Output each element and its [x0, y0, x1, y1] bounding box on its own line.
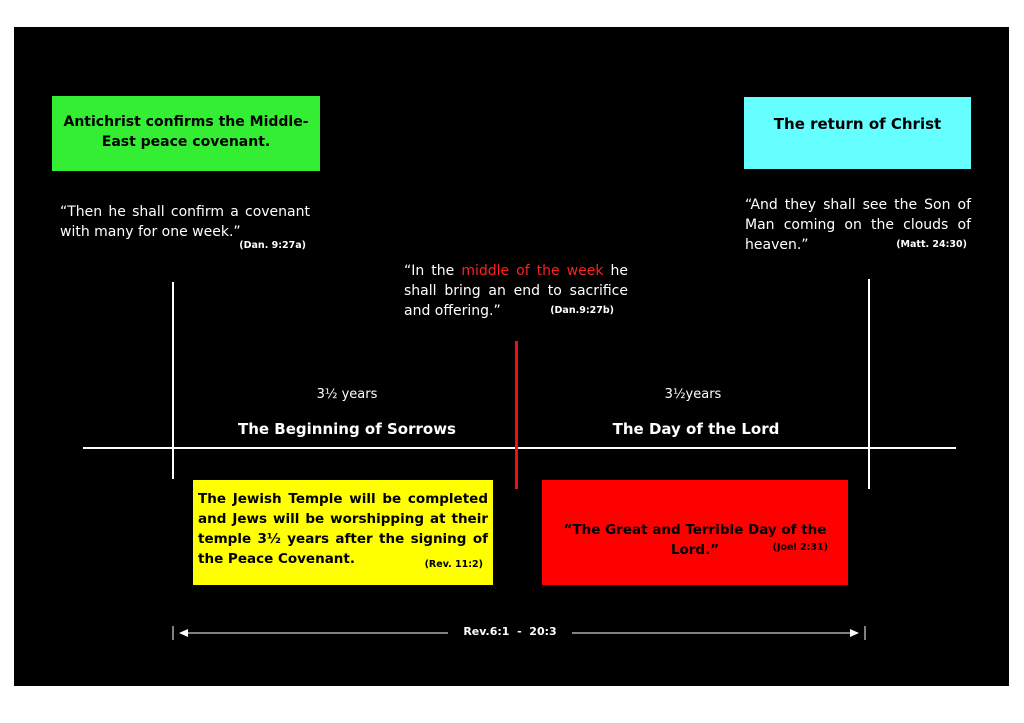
day-of-lord-text: “The Great and Terrible Day of the Lord.… — [563, 522, 827, 558]
covenant-event-box: Antichrist confirms the Middle-East peac… — [52, 96, 320, 171]
return-of-christ-box: The return of Christ — [744, 97, 971, 169]
covenant-quote: “Then he shall confirm a covenant with m… — [60, 202, 310, 252]
middle-of-week-quote: “In the middle of the week he shall brin… — [404, 261, 629, 319]
day-of-lord-box: “The Great and Terrible Day of the Lord.… — [542, 480, 848, 585]
timeline-midpoint-marker — [515, 341, 518, 489]
son-of-man-quote: “And they shall see the Son of Man comin… — [745, 195, 971, 253]
covenant-quote-text: “Then he shall confirm a covenant with m… — [60, 204, 310, 240]
middle-quote-ref: (Dan.9:27b) — [550, 305, 614, 316]
timeline-end-marker — [868, 279, 870, 489]
timeline-axis — [83, 447, 956, 449]
span-label: Rev.6:1 - 20:3 — [463, 625, 557, 638]
return-of-christ-text: The return of Christ — [773, 115, 942, 133]
middle-quote-pre: “In the — [404, 263, 462, 279]
timeline-start-marker — [172, 282, 174, 479]
day-of-lord-ref: (Joel 2:31) — [772, 542, 828, 553]
temple-ref: (Rev. 11:2) — [424, 559, 483, 570]
covenant-event-text: Antichrist confirms the Middle-East peac… — [63, 114, 309, 150]
son-of-man-quote-ref: (Matt. 24:30) — [896, 239, 967, 250]
covenant-quote-ref: (Dan. 9:27a) — [239, 240, 306, 251]
middle-quote-post: he shall bring an end to sacrifice and o… — [404, 263, 629, 319]
first-half-duration: 3½ years — [316, 387, 378, 402]
son-of-man-quote-text: “And they shall see the Son of Man comin… — [745, 197, 971, 253]
first-half-title: The Beginning of Sorrows — [238, 420, 456, 438]
second-half-title: The Day of the Lord — [612, 420, 780, 438]
middle-quote-highlight: middle of the week — [461, 263, 604, 279]
temple-text: The Jewish Temple will be completed and … — [198, 491, 488, 567]
second-half-duration: 3½years — [664, 387, 722, 402]
temple-box: The Jewish Temple will be completed and … — [193, 480, 493, 585]
